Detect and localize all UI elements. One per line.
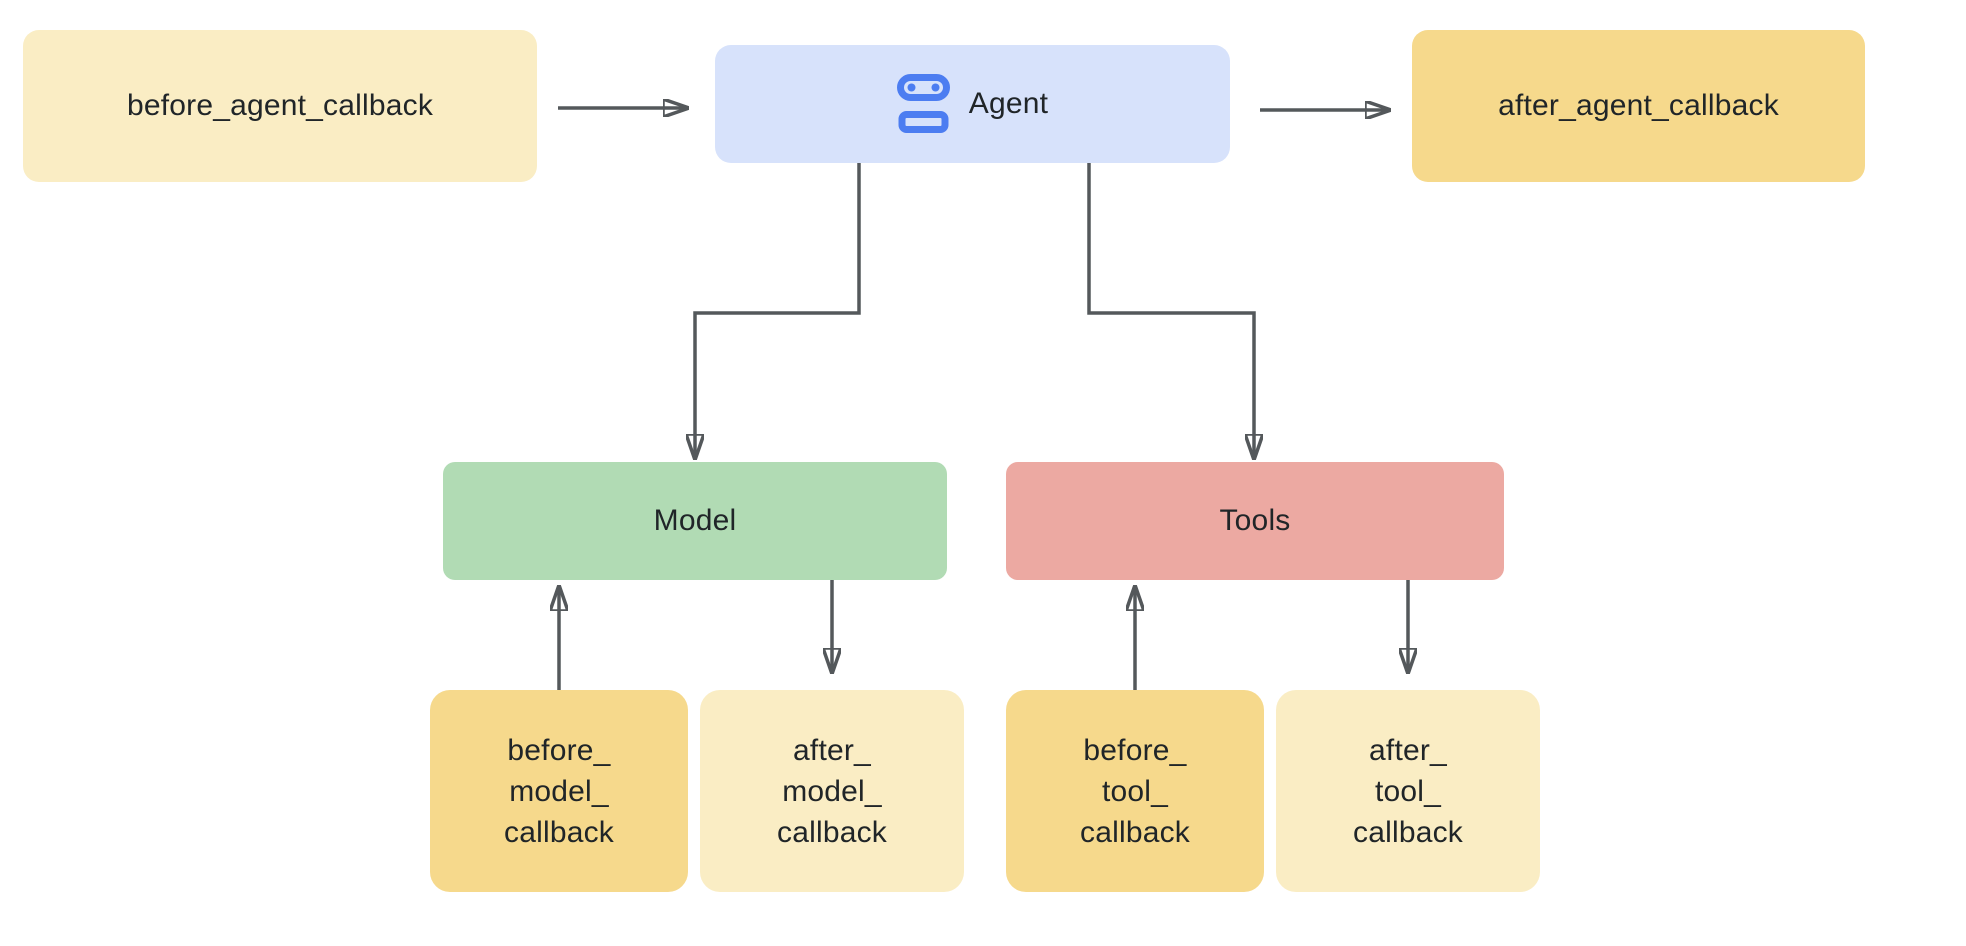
arrow-agent-to-model xyxy=(695,163,861,459)
node-label: after_agent_callback xyxy=(1498,89,1779,122)
node-before-agent-callback: before_agent_callback xyxy=(23,30,537,182)
node-label: Model xyxy=(653,504,737,537)
arrow-agent-to-tools xyxy=(1087,163,1254,459)
node-after-tool-callback: after_ tool_ callback xyxy=(1276,690,1540,892)
node-after-model-callback: after_ model_ callback xyxy=(700,690,964,892)
node-before-model-callback: before_ model_ callback xyxy=(430,690,688,892)
node-after-agent-callback: after_agent_callback xyxy=(1412,30,1865,182)
node-before-tool-callback: before_ tool_ callback xyxy=(1006,690,1264,892)
node-agent: Agent xyxy=(715,45,1230,163)
node-label: after_ model_ callback xyxy=(777,733,887,849)
robot-icon xyxy=(896,74,950,133)
node-label: before_agent_callback xyxy=(126,89,434,122)
node-label: before_ model_ callback xyxy=(504,733,614,849)
node-label: Agent xyxy=(968,87,1049,120)
node-label: before_ tool_ callback xyxy=(1080,733,1190,849)
node-tools: Tools xyxy=(1006,462,1504,580)
node-model: Model xyxy=(443,462,947,580)
node-label: after_ tool_ callback xyxy=(1353,733,1463,849)
node-label: Tools xyxy=(1219,504,1291,537)
